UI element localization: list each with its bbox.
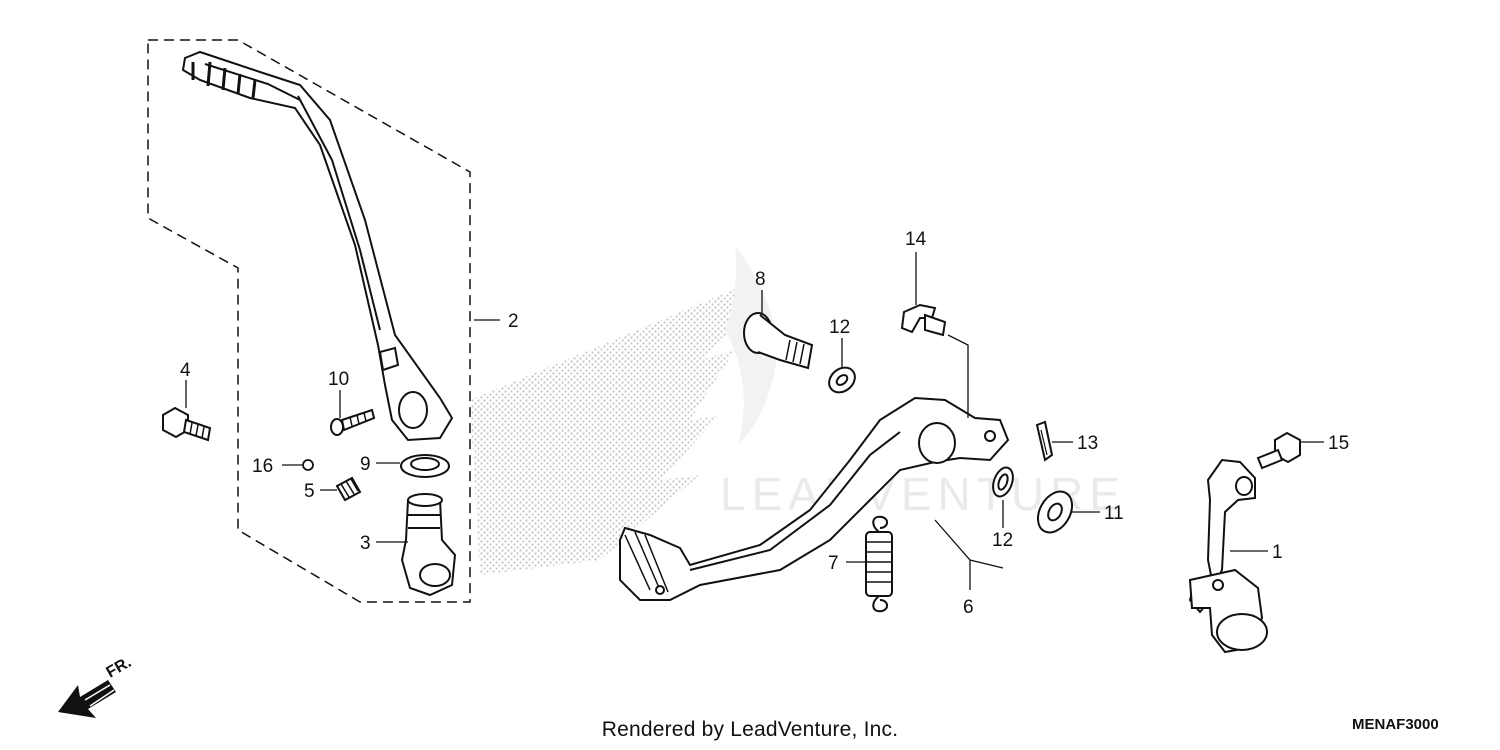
kick-starter-arm [181, 50, 454, 442]
bolt-part-15 [1256, 431, 1301, 470]
washer-part-12-lower [992, 466, 1014, 498]
gear-shift-pedal [1188, 458, 1268, 654]
kick-starter-boss [400, 493, 457, 597]
callout-10: 10 [328, 369, 349, 390]
callout-14: 14 [905, 229, 927, 250]
spring-part-5 [335, 476, 362, 502]
oil-seal-washer [400, 454, 450, 478]
leader-6 [934, 519, 1004, 590]
callout-1: 1 [1272, 542, 1283, 563]
washer-part-11 [1036, 490, 1074, 534]
callout-9: 9 [360, 454, 371, 475]
callout-16: 16 [252, 456, 273, 477]
callout-15: 15 [1328, 433, 1349, 454]
callout-12-upper: 12 [829, 317, 850, 338]
callout-8: 8 [755, 269, 766, 290]
callout-4: 4 [180, 360, 191, 381]
front-direction-indicator: FR. [58, 654, 134, 718]
return-spring-part-7 [865, 515, 893, 613]
callout-6: 6 [963, 597, 974, 618]
bolt-part-4 [162, 406, 212, 442]
callout-7: 7 [828, 553, 839, 574]
leader-14-bend [947, 334, 969, 418]
cotter-pin-part-13 [1035, 420, 1054, 462]
pivot-bolt-part-8 [743, 312, 814, 370]
ball-part-16 [302, 459, 314, 471]
kick-starter-assembly-boundary [147, 39, 471, 603]
washer-part-12-upper [828, 366, 856, 394]
callout-13: 13 [1077, 433, 1098, 454]
callout-12-lower: 12 [992, 530, 1013, 551]
leader-lines [185, 252, 1324, 590]
watermark-wing-shape [470, 285, 760, 575]
clevis-pin-part-14 [900, 303, 947, 337]
screw-part-10 [330, 408, 376, 436]
callout-5: 5 [304, 481, 315, 502]
render-credit: Rendered by LeadVenture, Inc. [601, 718, 899, 741]
callout-11: 11 [1104, 503, 1124, 524]
callouts: 1 2 3 4 5 6 7 8 9 10 11 12 12 12 13 14 1… [180, 229, 1349, 618]
callout-3: 3 [360, 533, 371, 554]
callout-2: 2 [508, 311, 519, 332]
diagram-code: MENAF3000 [1352, 716, 1439, 733]
front-direction-label: FR. [104, 654, 135, 682]
brake-pedal [619, 396, 1010, 601]
